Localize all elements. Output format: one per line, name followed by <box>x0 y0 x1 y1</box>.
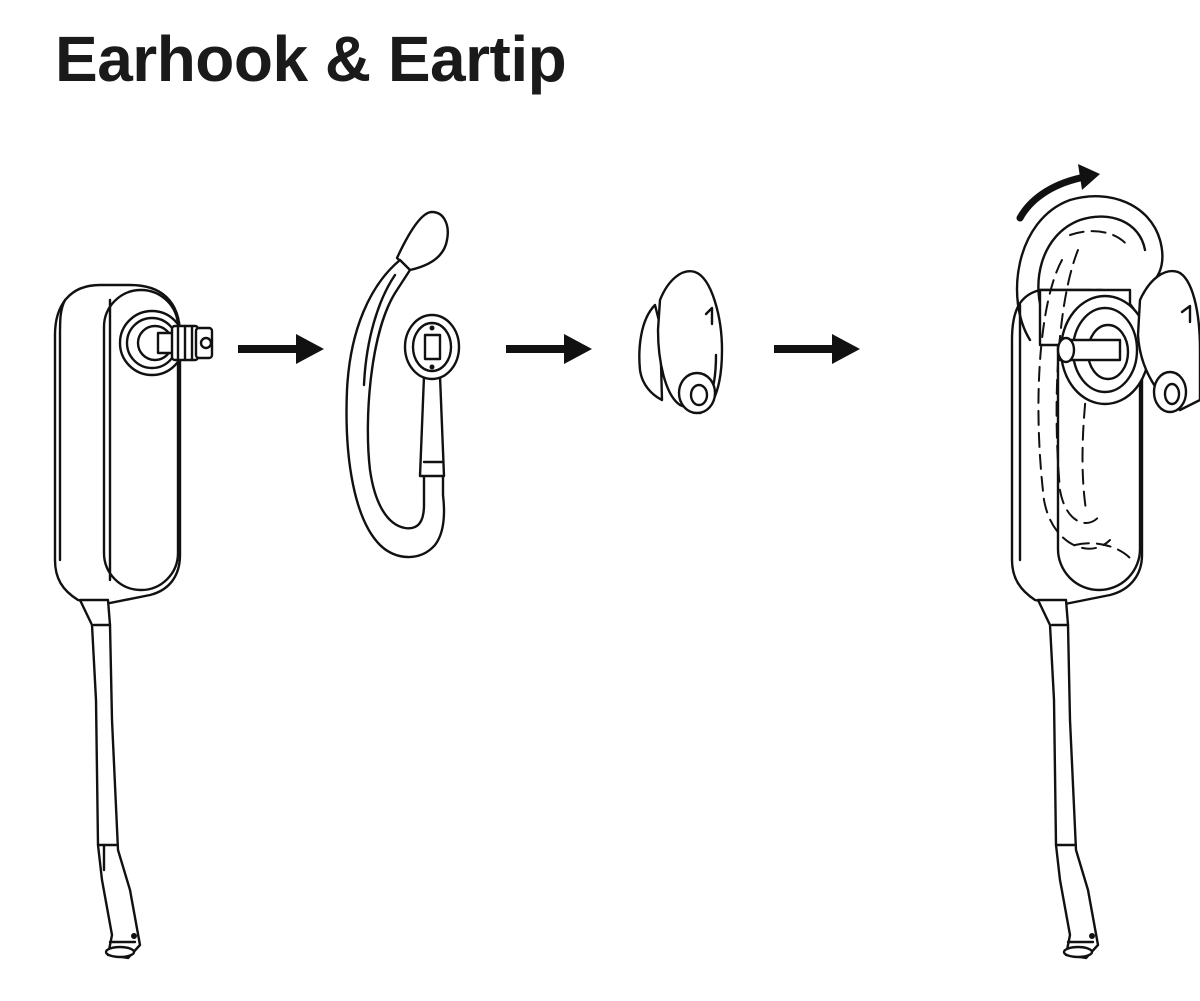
arrow-right-icon <box>238 334 324 364</box>
arrow-right-icon <box>774 334 860 364</box>
page-title: Earhook & Eartip <box>55 23 567 95</box>
assembled-headset-with-rotation <box>1010 164 1200 960</box>
rotate-arrow-icon <box>1016 164 1100 222</box>
eartip <box>638 270 724 415</box>
headset-with-post <box>53 283 214 960</box>
earhook <box>345 210 461 559</box>
arrow-right-icon <box>506 334 592 364</box>
